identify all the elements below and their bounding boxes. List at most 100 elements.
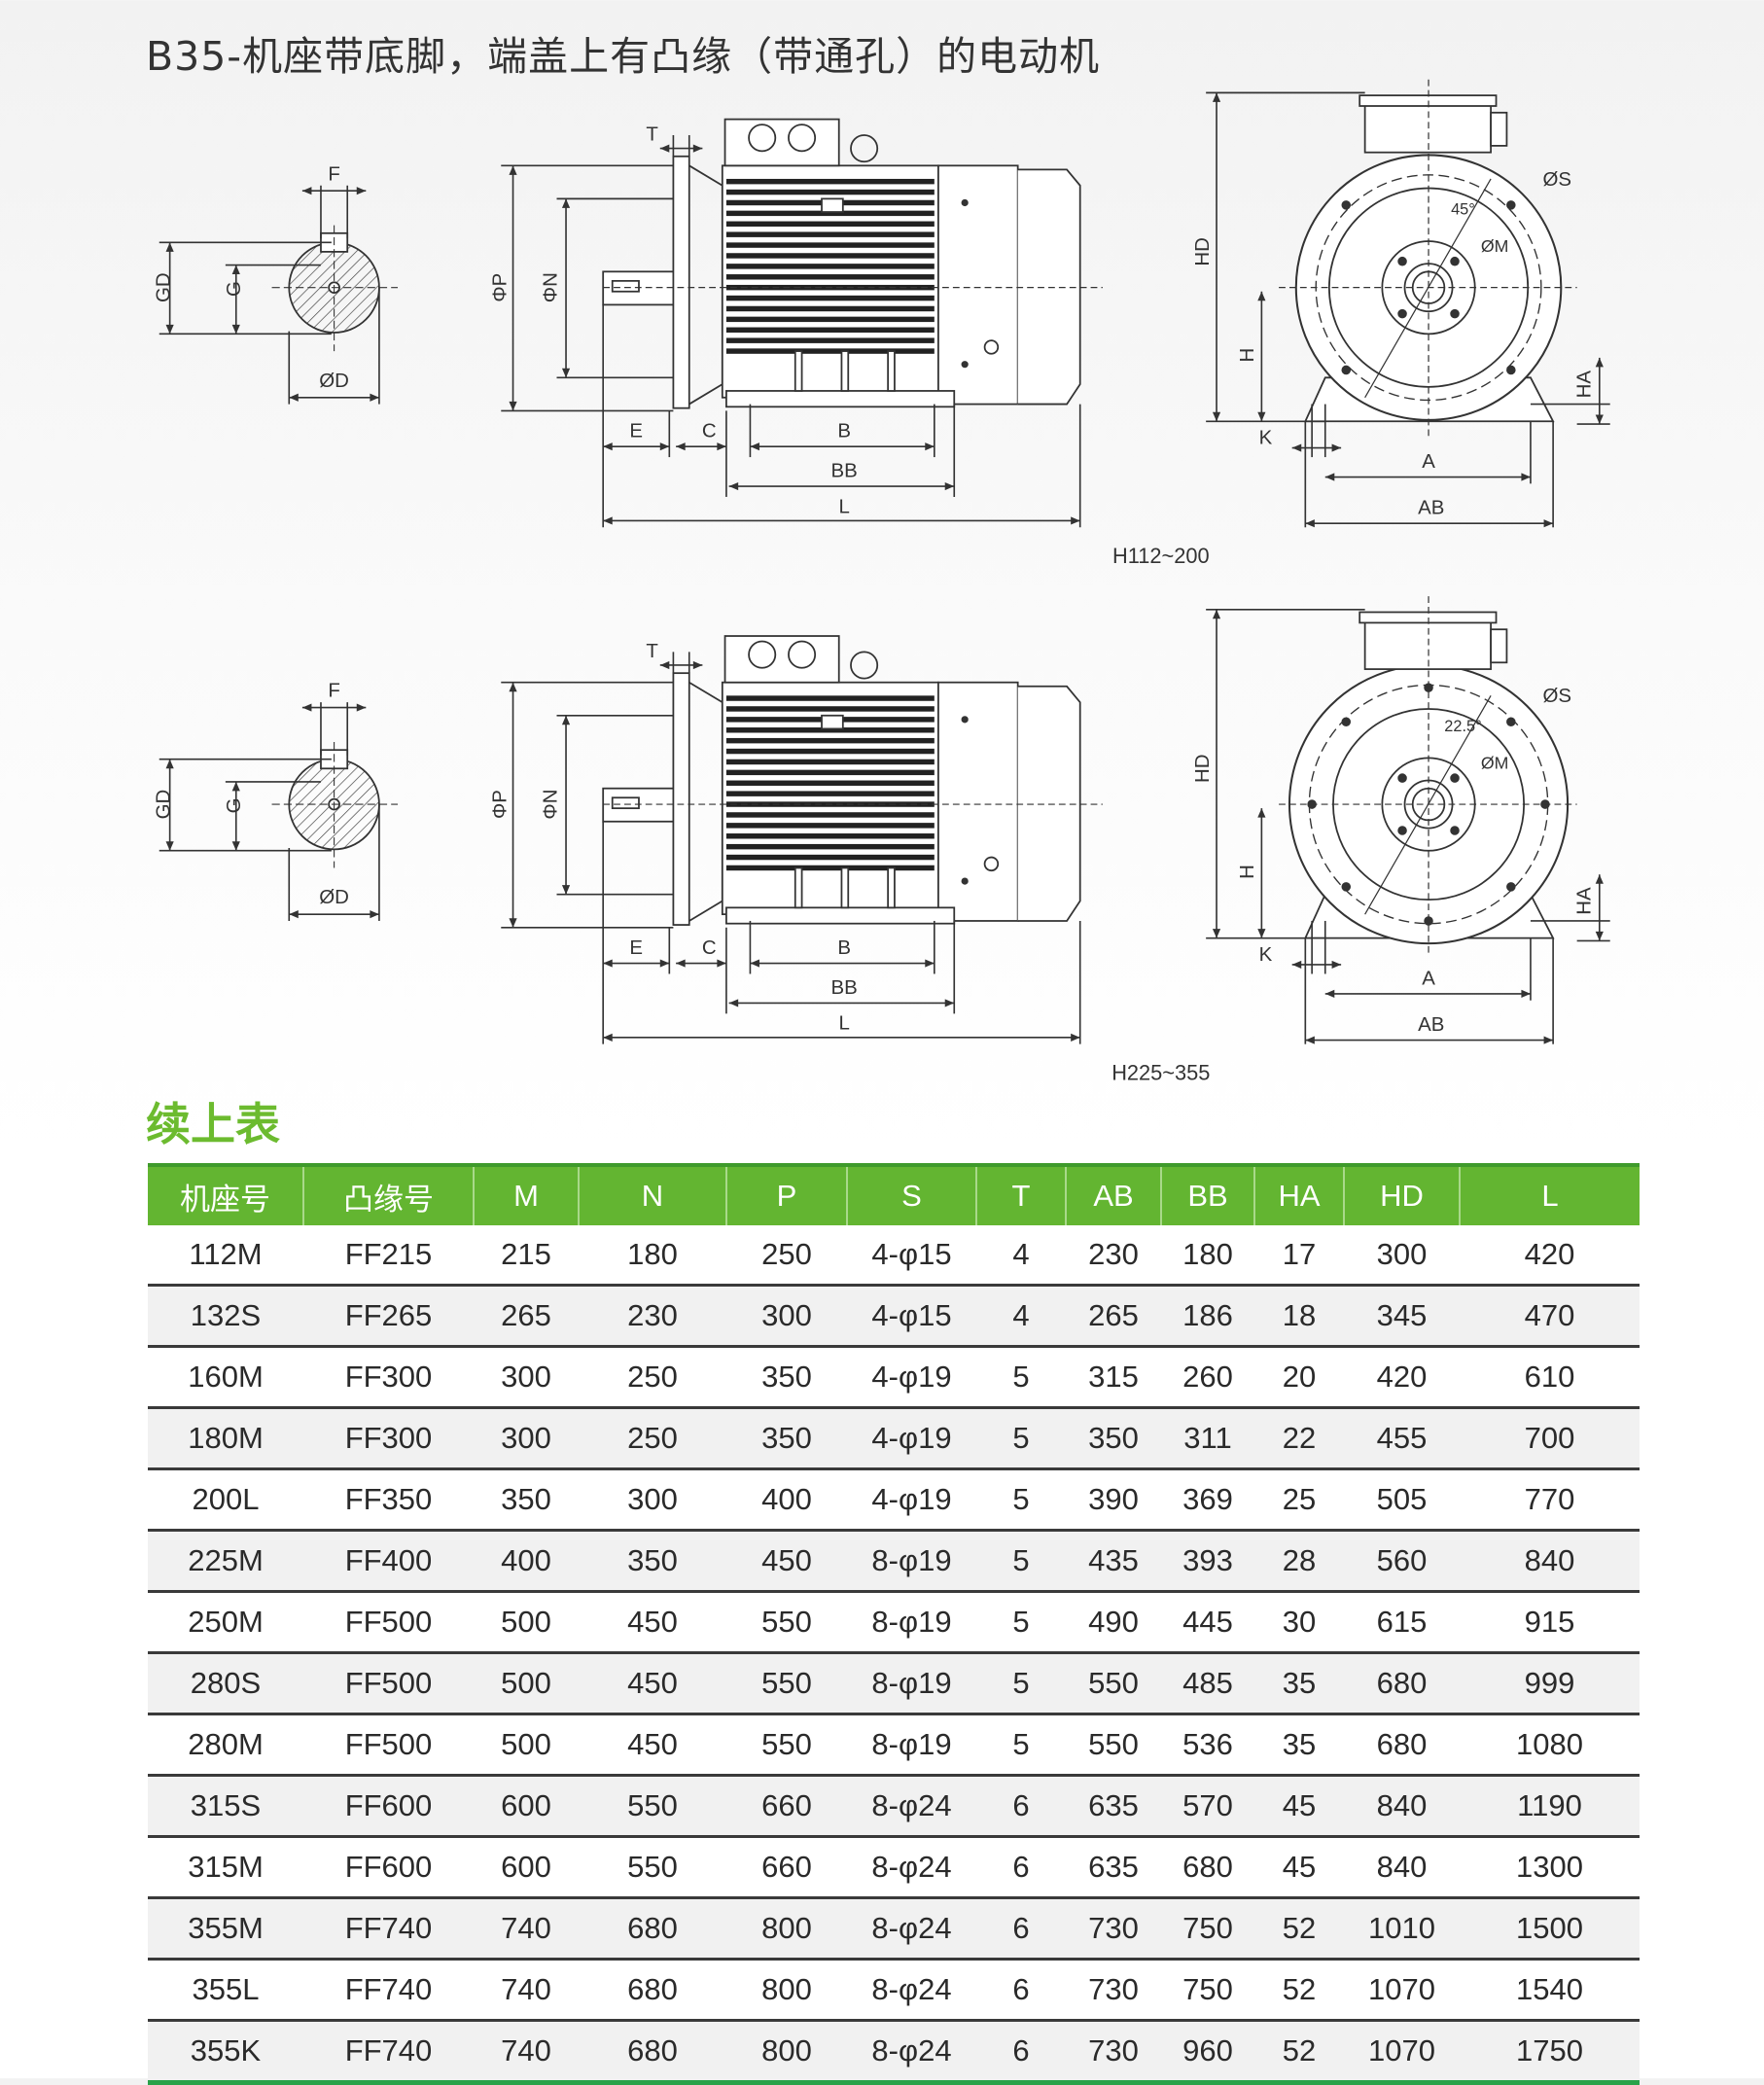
dimension-label: K — [1259, 427, 1273, 448]
dimension-label: ΦN — [540, 272, 561, 302]
drawing-circle — [961, 716, 969, 724]
drawing-shape — [672, 155, 690, 409]
section-title: 续上表 — [146, 1098, 280, 1150]
dimension-label: ØD — [319, 371, 349, 392]
drawing-circle — [748, 124, 777, 153]
table-cell: FF740 — [303, 2019, 474, 2085]
table-cell: FF740 — [303, 1958, 474, 2021]
dimension-label: ØS — [1542, 169, 1571, 191]
drawing-shape — [794, 866, 803, 909]
table-cell: 570 — [1161, 1774, 1254, 1837]
dimension-label: ΦN — [540, 790, 561, 820]
cooling-fin — [725, 737, 935, 744]
drawing-shape — [672, 672, 690, 926]
table-cell: 6 — [976, 1774, 1066, 1837]
table-cell: 610 — [1460, 1345, 1640, 1408]
column-header: T — [975, 1163, 1066, 1225]
page-title: B35-机座带底脚，端盖上有凸缘（带通孔）的电动机 — [146, 33, 1101, 80]
table-cell: 4 — [1012, 1237, 1030, 1271]
arrow-icon — [659, 660, 703, 670]
table-cell: 420 — [1524, 1237, 1575, 1271]
cooling-fin — [725, 221, 935, 227]
table-cell: 505 — [1344, 1467, 1460, 1531]
table-cell: 1010 — [1344, 1896, 1460, 1960]
table-cell: FF500 — [303, 1651, 474, 1714]
table-cell: FF600 — [303, 1774, 474, 1837]
table-cell: 6 — [976, 1958, 1066, 2021]
dimension-label: AB — [1418, 498, 1444, 519]
table-cell: 355L — [148, 1958, 303, 2021]
cooling-fin — [725, 759, 935, 765]
table-cell: 280M — [148, 1713, 303, 1776]
cooling-fin — [725, 854, 935, 861]
table-cell: 635 — [1066, 1835, 1161, 1898]
cooling-fin — [725, 348, 935, 354]
drawing-circle — [961, 361, 969, 369]
dimension-label: 45° — [1451, 201, 1475, 219]
table-cell: 680 — [579, 2019, 726, 2085]
cooling-fin — [725, 316, 935, 323]
table-cell: 4-φ15 — [871, 1237, 952, 1271]
table-cell: 800 — [726, 1958, 847, 2021]
dimension-label: L — [838, 1013, 849, 1035]
table-cell: 4-φ19 — [847, 1406, 976, 1469]
arrow-icon — [659, 144, 703, 153]
table-cell: 45 — [1254, 1835, 1344, 1898]
cooling-fin — [725, 769, 935, 776]
table-cell: 186 — [1161, 1284, 1254, 1347]
table-cell: 180 — [627, 1237, 678, 1271]
dimension-label: A — [1422, 968, 1435, 989]
table-cell: 280S — [148, 1651, 303, 1714]
table-cell: 840 — [1460, 1529, 1640, 1592]
drawing-circle — [850, 134, 879, 163]
table-cell: 600 — [474, 1774, 579, 1837]
table-cell: 800 — [726, 2019, 847, 2085]
table-cell: 350 — [726, 1406, 847, 1469]
table-cell: 730 — [1066, 1896, 1161, 1960]
drawing-circle — [961, 877, 969, 885]
table-cell: 5 — [976, 1345, 1066, 1408]
column-header: HA — [1253, 1163, 1344, 1225]
dimension-label: ØS — [1542, 686, 1571, 707]
drawing-line — [1364, 178, 1492, 399]
table-cell: 112M — [189, 1237, 263, 1271]
drawing-circle — [1450, 826, 1460, 835]
drawing-circle — [983, 339, 1000, 355]
table-cell: 635 — [1066, 1774, 1161, 1837]
table-cell: 660 — [726, 1835, 847, 1898]
table-cell: 750 — [1161, 1896, 1254, 1960]
cooling-fin — [725, 780, 935, 786]
cooling-fin — [725, 264, 935, 269]
table-cell: 6 — [976, 2019, 1066, 2085]
table-cell: FF350 — [303, 1467, 474, 1531]
frame-range-label: H225~355 — [1111, 1060, 1210, 1084]
drawing-circle — [1450, 773, 1460, 783]
table-cell: 250M — [148, 1590, 303, 1653]
dimension-label: K — [1259, 944, 1273, 966]
table-cell: 393 — [1161, 1529, 1254, 1592]
cooling-fin — [725, 253, 935, 259]
drawing-shape — [887, 350, 896, 392]
table-cell: 180M — [148, 1406, 303, 1469]
drawing-circle — [850, 651, 879, 680]
table-cell: 445 — [1161, 1590, 1254, 1653]
dimension-label: ØM — [1481, 753, 1509, 772]
table-cell: 4-φ19 — [847, 1467, 976, 1531]
table-cell: 600 — [474, 1835, 579, 1898]
frame-range-label: H112~200 — [1112, 544, 1210, 568]
dimension-label: A — [1422, 451, 1435, 473]
table-cell: 28 — [1254, 1529, 1344, 1592]
drawing-circle — [1341, 200, 1352, 210]
table-cell: 730 — [1066, 1958, 1161, 2021]
table-cell: 315 — [1066, 1345, 1161, 1408]
table-cell: 8-φ19 — [847, 1713, 976, 1776]
table-cell: 450 — [579, 1590, 726, 1653]
